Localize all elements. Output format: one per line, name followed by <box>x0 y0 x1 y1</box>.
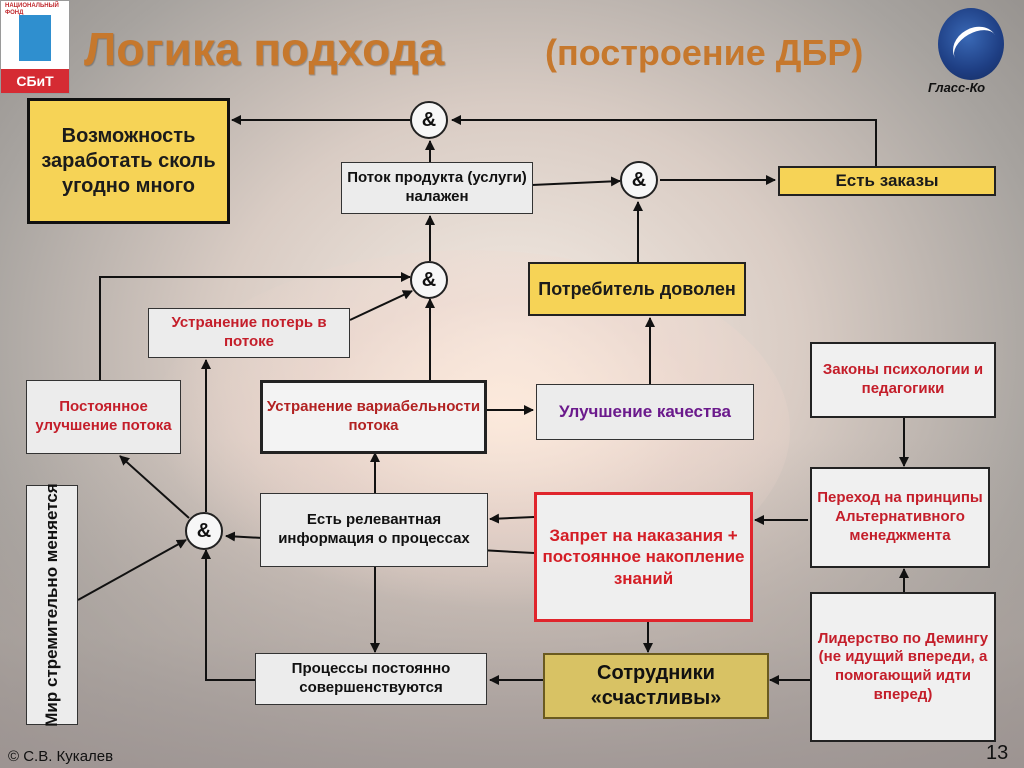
page-subtitle: (построение ДБР) <box>545 32 864 73</box>
variability-removal-box: Устранение вариабельности потока <box>260 380 487 454</box>
orders-box: Есть заказы <box>778 166 996 196</box>
arrow-improvement-to-and3 <box>99 272 411 380</box>
alt-management-box: Переход на принципы Альтернативного мене… <box>810 467 990 568</box>
loss-removal-box: Устранение потерь в потоке <box>148 308 350 358</box>
processes-improve-box: Процессы постоянно совершенствуются <box>255 653 487 705</box>
glass-co-logo <box>938 8 1004 80</box>
leadership-box: Лидерство по Демингу (не идущий впереди,… <box>810 592 996 742</box>
product-flow-box: Поток продукта (услуги) налажен <box>341 162 533 214</box>
world-changes-label: Мир стремительно меняется <box>42 483 61 727</box>
quality-box: Улучшение качества <box>536 384 754 440</box>
arrow-flow-to-and2 <box>531 176 621 187</box>
and-junction-top: & <box>410 101 448 139</box>
page-number: 13 <box>986 742 1009 764</box>
employees-box: Сотрудники «счастливы» <box>543 653 769 719</box>
and-junction-middle: & <box>410 261 448 299</box>
logo-fund-text: НАЦИОНАЛЬНЫЙ ФОНД <box>5 3 59 16</box>
sbit-logo: НАЦИОНАЛЬНЫЙ ФОНД СБиТ <box>0 0 70 94</box>
consumer-box: Потребитель доволен <box>528 262 746 316</box>
arrow-and4-to-improvement <box>119 455 190 519</box>
continuous-improvement-box: Постоянное улучшение потока <box>26 380 181 454</box>
logo-sbit-text: СБиТ <box>1 69 69 93</box>
arrow-world-to-and4 <box>77 539 187 601</box>
laws-box: Законы психологии и педагогики <box>810 342 996 418</box>
and-junction-left: & <box>185 512 223 550</box>
opportunity-box: Возможность заработать сколь угодно мног… <box>27 98 230 224</box>
and-junction-orders: & <box>620 161 658 199</box>
arrow-loss-to-and3 <box>349 290 413 321</box>
arrow-orders-to-and1 <box>451 115 877 166</box>
logo-mark-icon <box>19 15 51 61</box>
no-punishment-box: Запрет на наказания + постоянное накопле… <box>534 492 753 622</box>
glass-co-label: Гласс-Ко <box>928 80 986 95</box>
page-title: Логика подхода <box>84 23 445 75</box>
relevant-info-box: Есть релевантная информация о процессах <box>260 493 488 567</box>
copyright: © С.В. Кукалев <box>8 748 114 765</box>
arrow-processes-to-and4 <box>201 549 255 681</box>
arrow-nopunish-to-info <box>489 513 535 524</box>
world-changes-box: Мир стремительно меняется <box>26 483 78 727</box>
